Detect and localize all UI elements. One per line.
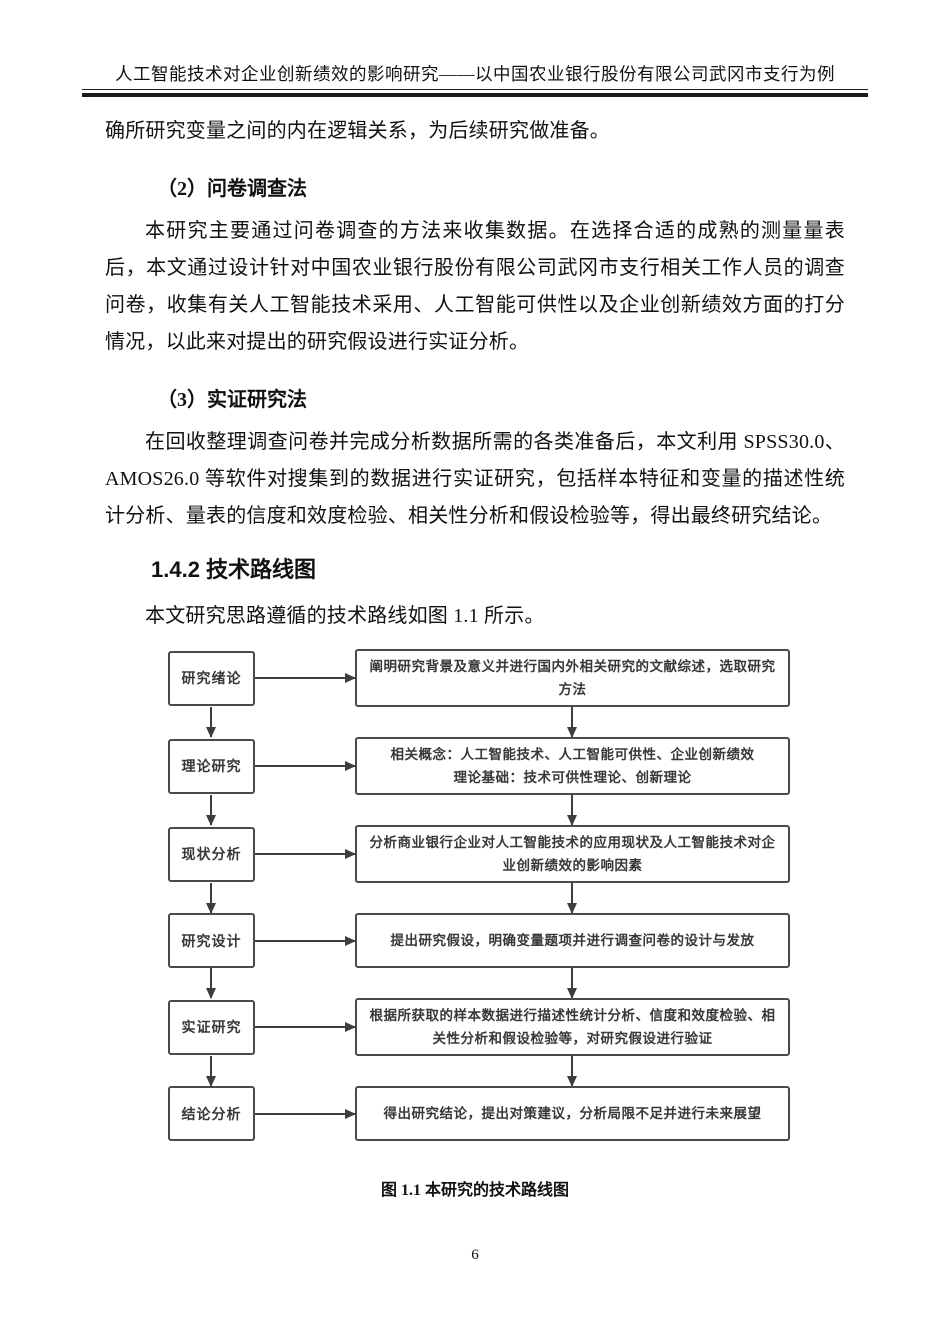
paragraph-empirical-method: 在回收整理调查问卷并完成分析数据所需的各类准备后，本文利用 SPSS30.0、A…: [105, 431, 845, 527]
flowchart-row: 理论研究 相关概念：人工智能技术、人工智能可供性、企业创新绩效 理论基础：技术可…: [168, 737, 790, 795]
flow-down-arrow-icon: [210, 795, 212, 825]
flow-down-arrow-icon: [571, 883, 573, 913]
flow-stage-label: 研究设计: [181, 934, 242, 950]
flow-description-box: 相关概念：人工智能技术、人工智能可供性、企业创新绩效 理论基础：技术可供性理论、…: [355, 737, 790, 795]
flow-desc-text: 提出研究假设，明确变量题项并进行调查问卷的设计与发放: [390, 933, 755, 948]
flowchart-connector: [168, 795, 790, 825]
flow-right-arrow-icon: [255, 1112, 355, 1115]
flow-stage-label: 结论分析: [181, 1107, 242, 1123]
flowchart-row: 结论分析 得出研究结论，提出对策建议，分析局限不足并进行未来展望: [168, 1086, 790, 1141]
flow-desc-text: 得出研究结论，提出对策建议，分析局限不足并进行未来展望: [383, 1106, 762, 1121]
paragraph-continuation: 确所研究变量之间的内在逻辑关系，为后续研究做准备。: [105, 120, 610, 142]
flow-down-arrow-icon: [210, 1056, 212, 1086]
flowchart-connector: [168, 968, 790, 998]
flow-description-box: 得出研究结论，提出对策建议，分析局限不足并进行未来展望: [355, 1086, 790, 1141]
flow-desc-text: 分析商业银行企业对人工智能技术的应用现状及人工智能技术对企业创新绩效的影响因素: [369, 835, 776, 873]
flowchart-connector: [168, 707, 790, 737]
flow-right-arrow-icon: [255, 853, 355, 855]
flowchart-row: 实证研究 根据所获取的样本数据进行描述性统计分析、信度和效度检验、相关性分析和假…: [168, 998, 790, 1056]
paragraph-technical-route-lead: 本文研究思路遵循的技术路线如图 1.1 所示。: [145, 605, 545, 627]
flow-stage-box: 实证研究: [168, 999, 255, 1055]
flow-down-arrow-icon: [571, 1056, 573, 1086]
flow-stage-label: 实证研究: [181, 1021, 242, 1036]
flow-stage-box: 研究设计: [168, 913, 255, 968]
flow-desc-text: 根据所获取的样本数据进行描述性统计分析、信度和效度检验、相关性分析和假设检验等，…: [369, 1008, 776, 1046]
flow-stage-label: 现状分析: [181, 848, 242, 863]
heading-technical-route: 1.4.2 技术路线图: [151, 557, 317, 582]
flow-right-arrow-icon: [255, 765, 355, 767]
flow-desc-text: 相关概念：人工智能技术、人工智能可供性、企业创新绩效 理论基础：技术可供性理论、…: [390, 747, 755, 785]
flow-stage-label: 理论研究: [181, 760, 242, 775]
flow-down-arrow-icon: [571, 707, 573, 737]
header-divider: [82, 93, 868, 97]
flow-stage-label: 研究绪论: [181, 672, 242, 687]
figure-caption: 图 1.1 本研究的技术路线图: [380, 1182, 569, 1199]
flow-stage-box: 研究绪论: [168, 650, 255, 706]
paragraph-questionnaire-method: 本研究主要通过问卷调查的方法来收集数据。在选择合适的成熟的测量量表后，本文通过设…: [105, 220, 845, 353]
flowchart-connector: [168, 1056, 790, 1086]
flow-down-arrow-icon: [210, 707, 212, 737]
page-number: 6: [471, 1247, 479, 1263]
flowchart-row: 现状分析 分析商业银行企业对人工智能技术的应用现状及人工智能技术对企业创新绩效的…: [168, 825, 790, 883]
flow-desc-text: 阐明研究背景及意义并进行国内外相关研究的文献综述，选取研究方法: [369, 659, 776, 697]
flow-down-arrow-icon: [210, 883, 212, 913]
flowchart-row: 研究设计 提出研究假设，明确变量题项并进行调查问卷的设计与发放: [168, 913, 790, 968]
flow-down-arrow-icon: [571, 968, 573, 998]
flow-right-arrow-icon: [255, 939, 355, 942]
flow-stage-box: 结论分析: [168, 1086, 255, 1141]
flow-stage-box: 理论研究: [168, 738, 255, 794]
flow-right-arrow-icon: [255, 1026, 355, 1028]
technical-route-flowchart: 研究绪论 阐明研究背景及意义并进行国内外相关研究的文献综述，选取研究方法 理论研…: [168, 649, 790, 1141]
flowchart-connector: [168, 883, 790, 913]
flow-down-arrow-icon: [571, 795, 573, 825]
flow-right-arrow-icon: [255, 677, 355, 679]
heading-empirical-method: （3）实证研究法: [157, 389, 307, 411]
flow-description-box: 根据所获取的样本数据进行描述性统计分析、信度和效度检验、相关性分析和假设检验等，…: [355, 998, 790, 1056]
heading-questionnaire-method: （2）问卷调查法: [157, 178, 307, 200]
page-header: 人工智能技术对企业创新绩效的影响研究——以中国农业银行股份有限公司武冈市支行为例: [82, 62, 868, 97]
flow-down-arrow-icon: [210, 968, 212, 998]
flow-description-box: 分析商业银行企业对人工智能技术的应用现状及人工智能技术对企业创新绩效的影响因素: [355, 825, 790, 883]
flow-description-box: 提出研究假设，明确变量题项并进行调查问卷的设计与发放: [355, 913, 790, 968]
flowchart-row: 研究绪论 阐明研究背景及意义并进行国内外相关研究的文献综述，选取研究方法: [168, 649, 790, 707]
flow-description-box: 阐明研究背景及意义并进行国内外相关研究的文献综述，选取研究方法: [355, 649, 790, 707]
flow-stage-box: 现状分析: [168, 826, 255, 882]
page-header-title: 人工智能技术对企业创新绩效的影响研究——以中国农业银行股份有限公司武冈市支行为例: [82, 62, 868, 90]
